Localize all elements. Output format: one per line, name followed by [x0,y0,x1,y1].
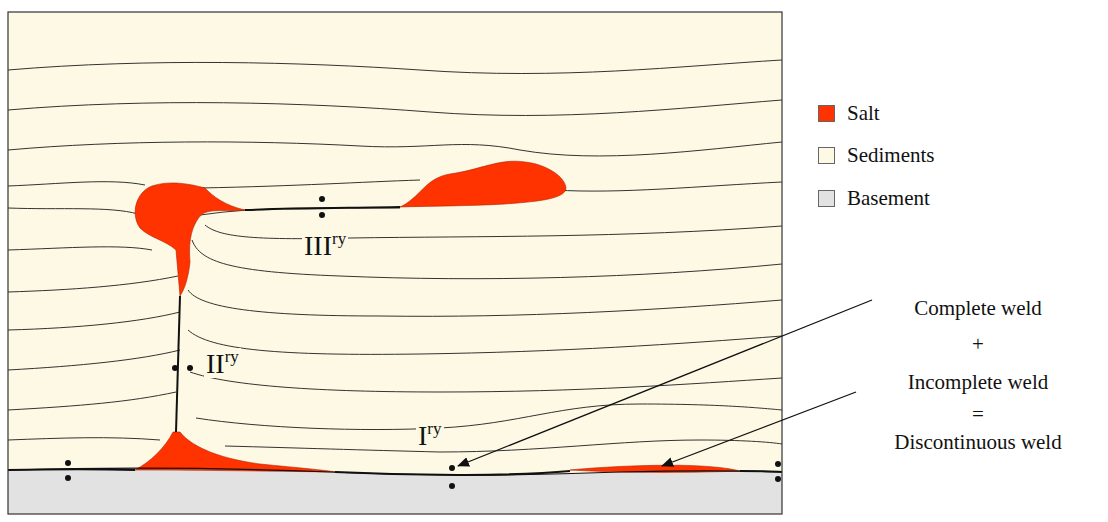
legend-row: Sediments [818,143,935,168]
weld-order-label: IIry [204,348,241,378]
legend-text: Salt [847,101,880,126]
weld-note: + [972,334,984,355]
weld-symbol [65,196,781,489]
strata [8,60,782,452]
weld-note: = [972,404,984,425]
weld-order-label: Iry [416,420,444,450]
salt [135,161,740,472]
legend-row: Salt [818,101,880,126]
weld-note: Incomplete weld [908,372,1049,393]
legend-row: Basement [818,186,930,211]
weld-note: Complete weld [914,298,1042,319]
legend-swatch [818,147,835,164]
weld-lines [8,207,782,475]
basement [8,468,782,514]
weld-note: Discontinuous weld [894,432,1061,453]
legend-text: Basement [847,186,930,211]
legend-swatch [818,105,835,122]
legend-text: Sediments [847,143,935,168]
weld-order-label: IIIry [302,230,348,260]
legend-swatch [818,190,835,207]
leader-line [458,300,872,466]
sediments [8,12,782,514]
